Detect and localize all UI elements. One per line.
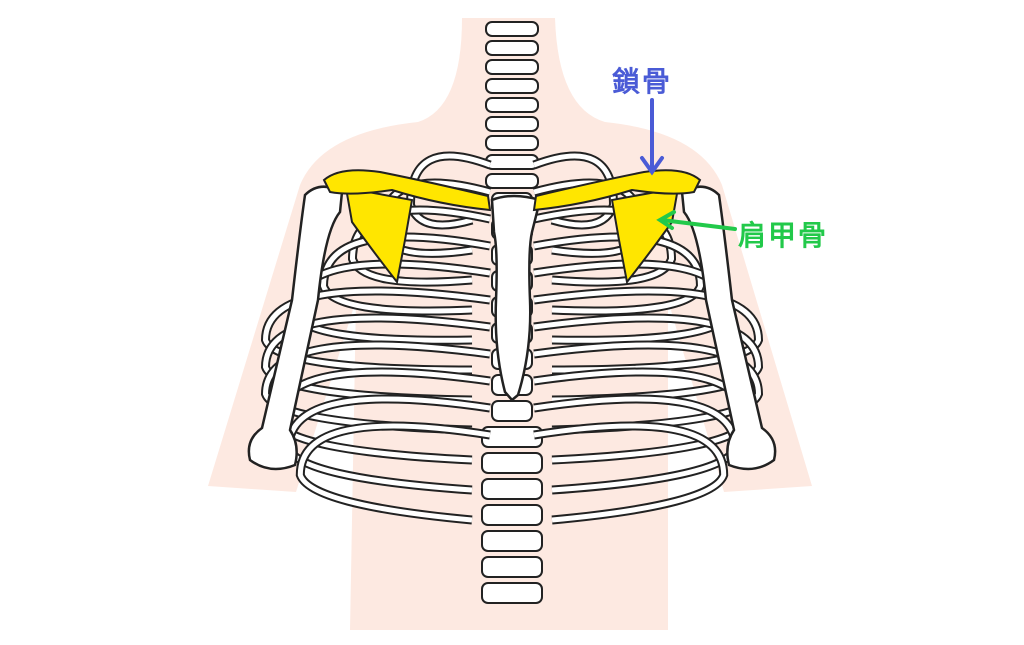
rib [533,315,762,403]
vertebra [485,154,539,170]
rib [533,207,675,285]
vertebra [485,97,539,113]
rib [533,234,704,314]
right-humerus [680,185,777,471]
vertebra [481,504,543,526]
vertebra [481,556,543,578]
vertebra [485,21,539,37]
left-clavicle [322,169,492,212]
clavicle-label: 鎖骨 [612,65,673,98]
rib [262,315,491,403]
vertebra [485,173,539,189]
left-scapula [344,186,414,285]
clavicle-arrow [640,98,664,176]
vertebra [481,530,543,552]
scapula-arrow [656,210,737,231]
left-humerus [247,185,344,471]
vertebra [485,59,539,75]
scapula-label: 肩甲骨 [738,219,829,252]
rib [533,288,762,373]
vertebra [481,478,543,500]
vertebra [485,116,539,132]
vertebra [481,582,543,604]
vertebra [485,40,539,56]
vertebra [485,135,539,151]
rib [533,423,727,523]
rib [320,234,491,314]
vertebra [485,78,539,94]
rib [297,423,491,523]
rib [262,288,491,373]
vertebra [481,426,543,448]
vertebra [491,400,533,422]
vertebra [481,452,543,474]
rib [349,207,491,285]
